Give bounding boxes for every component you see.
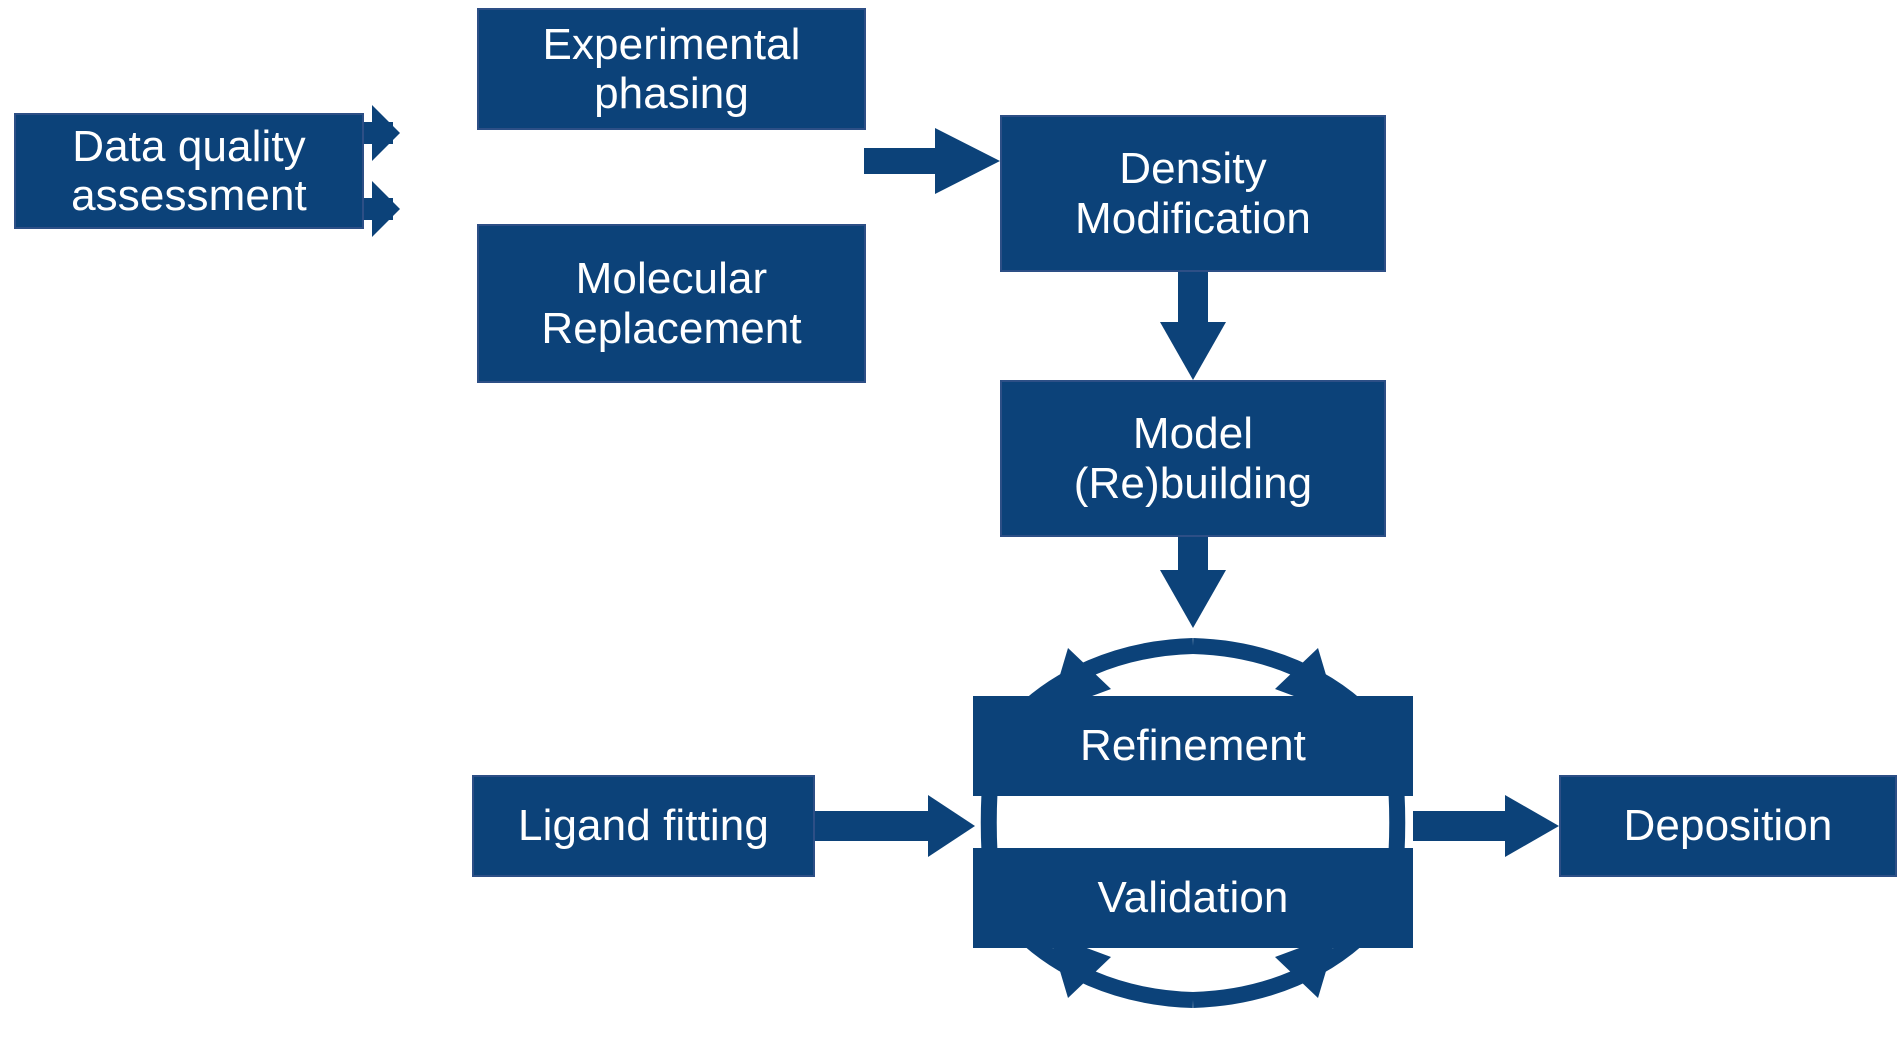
node-experimental-phasing[interactable]: Experimental phasing: [477, 8, 866, 130]
node-data-quality-assessment[interactable]: Data quality assessment: [14, 113, 364, 229]
arrow-cycle-to-deposition: [1413, 795, 1559, 857]
node-model-rebuilding[interactable]: Model (Re)building: [1000, 380, 1386, 537]
node-ligand-fitting[interactable]: Ligand fitting: [472, 775, 815, 877]
node-refinement[interactable]: Refinement: [973, 696, 1413, 796]
arrow-density-modification-to-model-rebuilding: [1160, 272, 1226, 380]
arrow-data-quality-to-experimental-phasing: [363, 105, 400, 161]
arrow-ligand-fitting-to-refinement: [815, 795, 975, 857]
node-deposition[interactable]: Deposition: [1559, 775, 1897, 877]
node-molecular-replacement[interactable]: Molecular Replacement: [477, 224, 866, 383]
arrow-model-rebuilding-to-refinement: [1160, 537, 1226, 628]
node-density-modification[interactable]: Density Modification: [1000, 115, 1386, 272]
node-validation[interactable]: Validation: [973, 848, 1413, 948]
arrow-phasing-to-density-modification: [864, 128, 1000, 194]
arrow-data-quality-to-molecular-replacement: [363, 181, 400, 237]
